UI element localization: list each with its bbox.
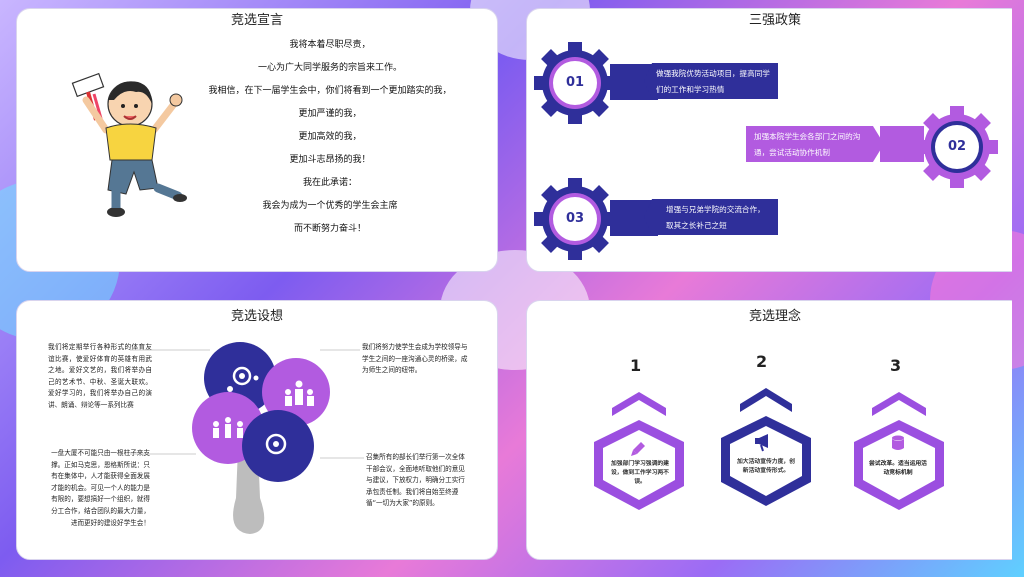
declaration-line: 更加严谨的我，: [298, 109, 362, 119]
student-illustration: [71, 72, 187, 217]
concept-text: 尝试改革。适当运用活动竞标机制: [869, 461, 927, 476]
declaration-text: 我将本着尽职尽责， 一心为广大同学服务的宗旨来工作。 我相信，在下一届学生会中，…: [180, 34, 480, 241]
gear-icon: 03: [532, 176, 618, 262]
slide-three-strong-policy: 三强政策 做强我院优势活动项目，提高同学们的工作和学习热情 01 加强本院学生会…: [514, 0, 1012, 273]
idea-text-2: 我们将努力使学生会成为学校领导与学生之间的一座沟通心灵的桥梁，成为师生之间的纽带…: [362, 343, 468, 375]
concept-number: 3: [890, 356, 902, 375]
policy-bar-2-label: 加强本院学生会各部门之间的沟通，尝试活动协作机制: [746, 126, 884, 162]
slide-campaign-ideas: 竞选设想 我们将定期举行各种形式的体育友谊比赛，使爱好体育的英雄有用武之地。爱好…: [0, 288, 498, 561]
slide-card: [16, 8, 498, 272]
policy-bar-2: [880, 126, 924, 162]
connector-lines: [130, 349, 364, 459]
declaration-line: 我相信，在下一届学生会中，你们将看到一个更加踏实的我，: [208, 86, 452, 96]
slide-title: 三强政策: [748, 13, 801, 28]
concept-text: 加强部门学习强调的建设，做到工作学习两不误。: [611, 461, 669, 485]
database-icon: [892, 435, 904, 450]
idea-text-4: 召集所有的部长们举行第一次全体干部会议，全面地听取他们的意见与建议，下放权力，明…: [366, 453, 465, 508]
policy-number: 02: [947, 139, 967, 154]
policy-bar-1-label: 做强我院优势活动项目，提高同学们的工作和学习热情: [644, 63, 778, 99]
policy-bar-3-label: 增强与兄弟学院的交流合作，取其之长补己之短: [644, 199, 778, 235]
declaration-line: 我将本着尽职尽责，: [289, 40, 371, 50]
slide-title: 竞选理念: [748, 309, 801, 324]
gear-icon: 02: [914, 104, 1000, 190]
pencil-icon: [631, 442, 645, 456]
concept-number: 1: [630, 356, 642, 375]
concept-text: 加大活动宣传力度，创新活动宣传形式。: [737, 459, 795, 474]
declaration-line: 一心为广大同学服务的宗旨来工作。: [257, 63, 402, 73]
tree-icons: [213, 366, 314, 455]
megaphone-icon: [755, 434, 768, 452]
slide-campaign-declaration: 竞选宣言 我将本着尽职尽责， 一心为广大同学服务的宗旨来工作。 我相信，在下一届…: [0, 0, 498, 273]
declaration-line: 而不断努力奋斗！: [293, 224, 366, 234]
slide-title: 竞选设想: [230, 309, 283, 324]
slide-campaign-philosophy: 竞选理念 1 2 3 加强部门学习强调的建设，做到工作学习两不误。 加大活动: [514, 288, 1012, 561]
policy-number: 03: [565, 211, 585, 226]
slide-title: 竞选宣言: [230, 13, 283, 28]
declaration-line: 我会为成为一个优秀的学生会主席: [262, 201, 398, 211]
declaration-line: 更加斗志昂扬的我！: [289, 155, 371, 165]
declaration-line: 我在此承诺：: [302, 178, 357, 188]
gear-icon: 01: [532, 40, 618, 126]
idea-text-3: 一盘大厦不可能只由一根柱子来支撑。正如马克思，恩格斯所说：只有在集体中，人才能获…: [51, 449, 150, 527]
declaration-line: 更加高效的我，: [298, 132, 362, 142]
hexagon-graphics: [594, 388, 944, 510]
policy-number: 01: [565, 75, 585, 90]
idea-text-1: 我们将定期举行各种形式的体育友谊比赛，使爱好体育的英雄有用武之地。爱好文艺的，我…: [48, 343, 152, 409]
concept-number: 2: [756, 352, 768, 371]
